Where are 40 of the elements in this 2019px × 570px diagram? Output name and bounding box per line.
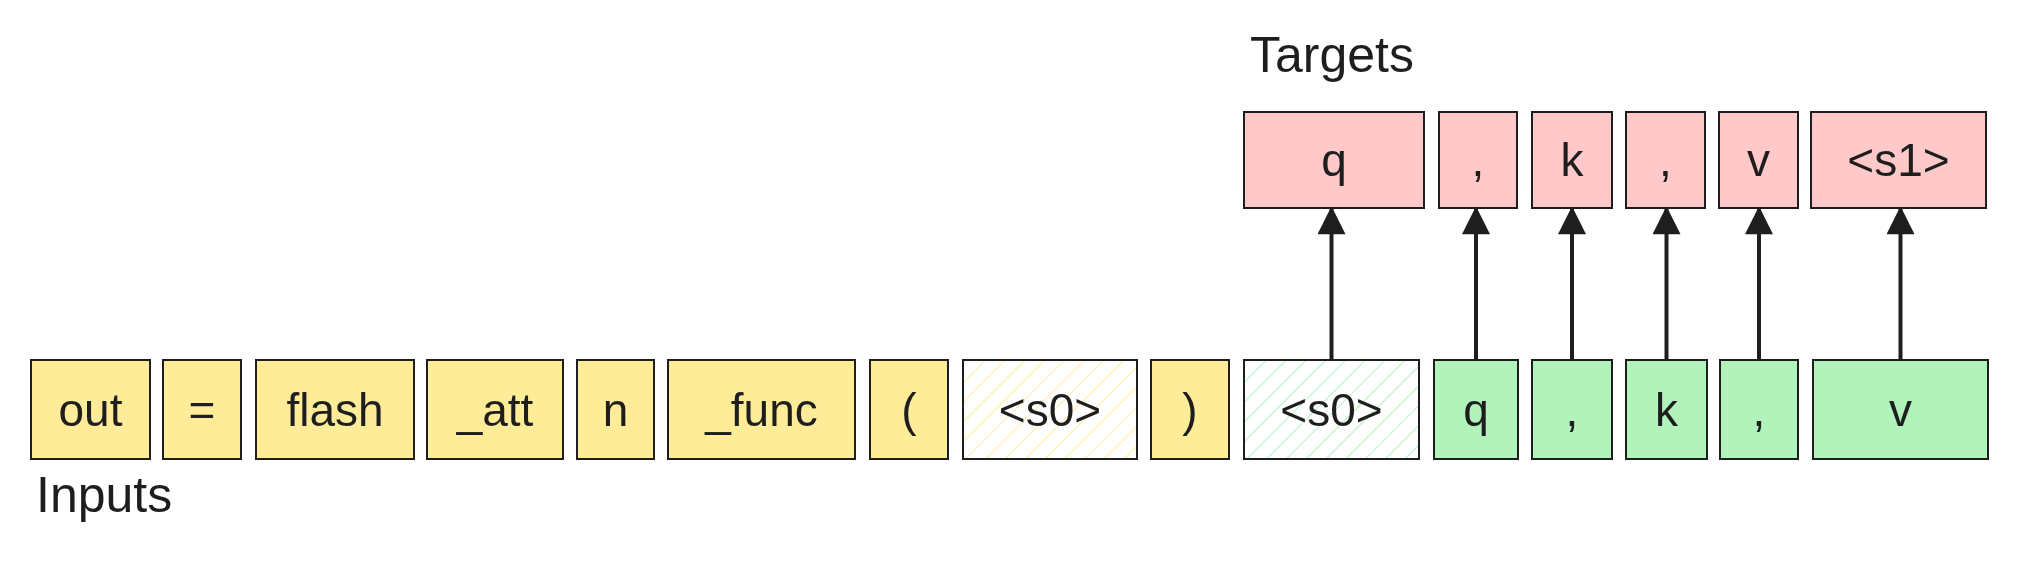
- token-box: [1438, 111, 1518, 209]
- token-text: _att: [456, 386, 534, 433]
- token-box: [255, 359, 415, 460]
- token-box: [1812, 359, 1989, 460]
- token-box: [1243, 111, 1425, 209]
- token-box: [1625, 359, 1708, 460]
- token-box: [1150, 359, 1230, 460]
- row-heading: Targets: [1250, 30, 1414, 80]
- token-box: [1531, 111, 1613, 209]
- token-text: v: [1747, 137, 1770, 183]
- token-box: [667, 359, 856, 460]
- token-text: =: [188, 386, 216, 433]
- token-box: [1625, 111, 1706, 209]
- token-box: [426, 359, 564, 460]
- token-text: <s1>: [1847, 137, 1950, 183]
- token-box: [576, 359, 655, 460]
- token-text: k: [1560, 137, 1584, 183]
- row-heading: Inputs: [36, 470, 173, 520]
- token-text: ,: [1659, 137, 1672, 183]
- token-box: [1243, 359, 1420, 460]
- token-text: ,: [1471, 137, 1485, 183]
- token-text: v: [1889, 386, 1912, 433]
- token-text: n: [602, 386, 629, 433]
- token-box: [30, 359, 151, 460]
- token-box: [1531, 359, 1613, 460]
- token-box: [1810, 111, 1987, 209]
- token-text: k: [1655, 386, 1678, 433]
- token-box: [1433, 359, 1519, 460]
- token-box: [162, 359, 242, 460]
- token-text: _func: [705, 386, 818, 433]
- token-box: [962, 359, 1138, 460]
- token-box: [1718, 111, 1799, 209]
- token-text: flash: [286, 386, 384, 433]
- token-text: <s0>: [998, 386, 1102, 433]
- token-box: [869, 359, 949, 460]
- token-box: [1719, 359, 1799, 460]
- token-text: out: [58, 386, 123, 433]
- token-text: <s0>: [1280, 386, 1383, 433]
- token-text: ,: [1752, 386, 1766, 433]
- token-text: ,: [1565, 386, 1579, 433]
